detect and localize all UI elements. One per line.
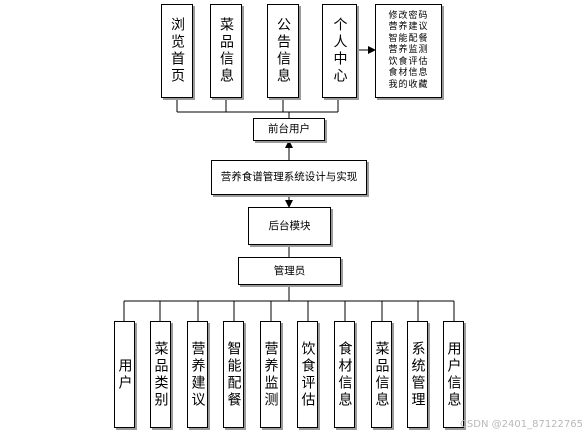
feature-item: 我的收藏 [388,79,429,90]
admin-module-nutrition-advice: 营养建议 [187,321,208,428]
personal-features-box: 修改密码 营养建议 智能配餐 营养监测 饮食评估 食材信息 我的收藏 [375,4,442,98]
feature-item: 营养监测 [388,45,429,56]
module-announcement-info: 公告信息 [267,4,299,98]
front-user-box: 前台用户 [253,118,325,141]
admin-module-nutrition-monitor: 营养监测 [260,321,281,428]
top-branch-connectors [176,98,339,118]
backend-module-box: 后台模块 [248,207,331,245]
admin-module-dish-info: 菜品信息 [371,321,392,428]
system-title-box: 营养食谱管理系统设计与实现 [211,160,367,195]
module-personal-center: 个人中心 [322,4,357,98]
admin-box: 管理员 [238,257,341,285]
admin-module-dish-category: 菜品类别 [150,321,171,428]
admin-module-user: 用户 [114,321,135,428]
admin-module-system-management: 系统管理 [407,321,428,428]
admin-module-user-info: 用户信息 [443,321,464,428]
feature-item: 食材信息 [388,68,429,79]
personal-features-list: 修改密码 营养建议 智能配餐 营养监测 饮食评估 食材信息 我的收藏 [388,11,428,92]
admin-module-diet-evaluation: 饮食评估 [297,321,318,428]
admin-module-smart-meal: 智能配餐 [223,321,244,428]
watermark: CSDN @2401_87122765 [459,419,583,430]
bottom-branch-connectors [123,285,455,321]
module-dish-info: 菜品信息 [210,4,242,98]
feature-item: 修改密码 [388,10,429,21]
admin-module-ingredient-info: 食材信息 [334,321,355,428]
feature-item: 营养建议 [388,22,429,33]
module-browse-home: 浏览首页 [161,4,193,98]
feature-item: 智能配餐 [388,33,429,44]
feature-item: 饮食评估 [388,56,429,67]
